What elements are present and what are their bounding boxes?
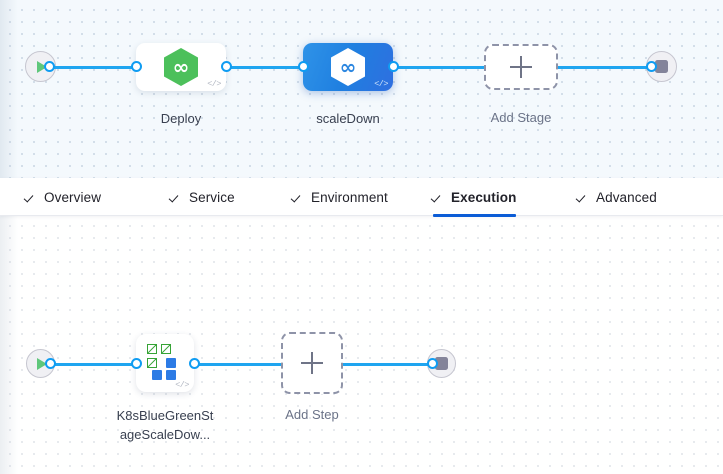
stage-scaledown-outport[interactable] [388, 61, 399, 72]
step-k8s-inport[interactable] [131, 358, 142, 369]
check-icon [171, 192, 182, 203]
add-step-label: Add Step [285, 407, 339, 422]
stage-deploy-inport[interactable] [131, 61, 142, 72]
tab-environment[interactable]: Environment [293, 178, 388, 216]
step-node-k8s-bluegreen-scaledown[interactable]: </> [136, 334, 194, 392]
play-icon [37, 60, 47, 73]
active-tab-underline [433, 214, 517, 217]
add-step-button[interactable] [281, 332, 343, 394]
tab-execution[interactable]: Execution [433, 178, 517, 217]
step-label-k8s-bluegreen-scaledown: K8sBlueGreenSt ageScaleDow... [100, 406, 230, 444]
stage-end-port[interactable] [646, 61, 657, 72]
stop-icon [435, 357, 448, 370]
step-link-start-k8s [50, 363, 142, 366]
stage-link-scaledown-addstage [398, 66, 488, 69]
stage-start-port[interactable] [44, 61, 55, 72]
tab-advanced[interactable]: Advanced [578, 178, 657, 216]
stop-icon [655, 60, 668, 73]
stage-label-deploy: Deploy [160, 111, 202, 126]
check-icon [26, 192, 37, 203]
tab-label: Service [189, 189, 235, 205]
harness-hexagon-icon: ∞ [331, 48, 365, 86]
stage-link-deploy-scaledown [230, 66, 308, 69]
check-icon [293, 192, 304, 203]
code-badge-icon: </> [207, 79, 221, 89]
stage-link-start-deploy [48, 66, 142, 69]
step-start-port[interactable] [45, 358, 56, 369]
stage-node-deploy[interactable]: ∞ </> [136, 43, 226, 91]
stage-scaledown-inport[interactable] [298, 61, 309, 72]
stage-label-scaledown: scaleDown [316, 111, 380, 126]
add-stage-label: Add Stage [490, 110, 552, 125]
step-label-line-1: K8sBlueGreenSt [116, 408, 214, 423]
play-icon [37, 357, 47, 370]
stage-config-tabbar: Overview Service Environment Execution A… [0, 178, 723, 217]
tab-label: Environment [311, 189, 388, 205]
harness-hexagon-icon: ∞ [164, 48, 198, 86]
stage-canvas[interactable]: ∞ </> Deploy ∞ </> scaleDown Add Stage [0, 0, 723, 178]
stage-node-scaledown[interactable]: ∞ </> [303, 43, 393, 91]
tab-label: Execution [451, 189, 517, 205]
code-badge-icon: </> [175, 380, 189, 390]
tab-label: Overview [44, 189, 102, 205]
check-icon [433, 192, 444, 203]
execution-step-canvas[interactable]: </> K8sBlueGreenSt ageScaleDow... Add St… [0, 216, 723, 474]
stage-deploy-outport[interactable] [221, 61, 232, 72]
add-stage-button[interactable] [484, 44, 558, 90]
plus-icon [301, 352, 323, 374]
step-label-line-2: ageScaleDow... [119, 427, 211, 442]
step-link-addstep-end [343, 363, 433, 366]
check-icon [578, 192, 589, 203]
step-k8s-outport[interactable] [189, 358, 200, 369]
code-badge-icon: </> [374, 79, 388, 89]
step-link-k8s-addstep [198, 363, 282, 366]
step-end-node[interactable] [427, 349, 456, 378]
tab-service[interactable]: Service [171, 178, 235, 216]
tab-overview[interactable]: Overview [26, 178, 101, 216]
plus-icon [510, 56, 532, 78]
kubernetes-scale-icon [147, 344, 183, 380]
step-end-port[interactable] [427, 358, 438, 369]
stage-link-addstage-end [558, 66, 652, 69]
tab-label: Advanced [596, 189, 657, 205]
